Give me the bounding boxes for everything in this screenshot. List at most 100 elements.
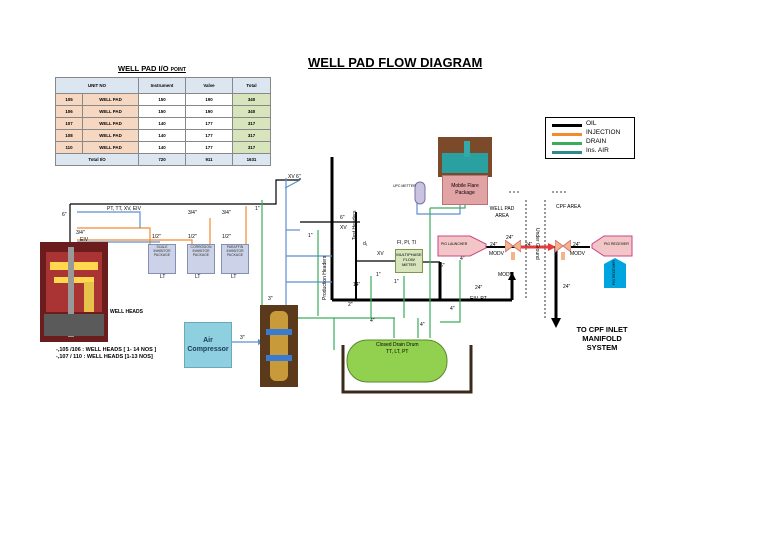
size-label: 1/2" bbox=[152, 234, 161, 240]
eiv-label: EIV bbox=[80, 237, 89, 243]
pig-receiver bbox=[591, 235, 633, 257]
scale-inhibitor-package: SCALE INHIBITOR PACKAGE bbox=[148, 244, 176, 274]
well-heads-image bbox=[40, 242, 108, 342]
table-row: 106 WELL PAD 150 190 340 bbox=[55, 105, 271, 118]
pig-receiver-tank-label: PIG RECEIVER bbox=[612, 260, 616, 285]
modv-label: MODV bbox=[498, 272, 513, 278]
size-label: 3/4" bbox=[188, 210, 197, 216]
drum-title: Closed Drain Drum bbox=[376, 342, 419, 348]
mobile-flare-package: Mobile Flare Package bbox=[442, 175, 488, 205]
well-heads-note-2: -,107 / 110 : WELL HEADS [1-13 NOS] bbox=[56, 354, 153, 360]
io-table-title: WELL PAD I/O POINT bbox=[118, 64, 186, 73]
table-row: 105 WELL PAD 150 190 340 bbox=[55, 93, 271, 106]
table-row: 107 WELL PAD 140 177 317 bbox=[55, 117, 271, 130]
pt-tt-label: PT, TT, XV, EIV bbox=[107, 206, 141, 212]
drain-pit bbox=[341, 345, 473, 394]
upc-vessel bbox=[414, 181, 426, 205]
legend-air-swatch bbox=[552, 151, 582, 154]
legend-air-label: Ins. AIR bbox=[586, 147, 609, 154]
size-label: 1/2" bbox=[188, 234, 197, 240]
injection-lines bbox=[77, 206, 247, 244]
size-label: 24" bbox=[525, 242, 533, 248]
well-heads-note-1: -,105 /106 : WELL HEADS [ 1- 14 NOS ] bbox=[56, 347, 157, 353]
table-total-row: Total I/O 720 911 1631 bbox=[55, 153, 271, 166]
modv-label: MODV bbox=[489, 251, 504, 257]
to-cpf-label: TO CPF INLET MANIFOLD SYSTEM bbox=[576, 325, 628, 352]
closed-drain-drum bbox=[346, 339, 448, 383]
size-label: 4" bbox=[370, 318, 375, 324]
legend-injection-swatch bbox=[552, 133, 582, 136]
total-valve: 911 bbox=[185, 153, 233, 166]
lt-label-b: LT bbox=[195, 274, 201, 280]
air-lines bbox=[77, 178, 461, 343]
legend-oil-swatch bbox=[552, 124, 582, 127]
pig-launcher bbox=[437, 235, 487, 257]
unit-name: WELL PAD bbox=[82, 93, 139, 106]
flare-image bbox=[438, 137, 492, 177]
note-label: d₁ bbox=[363, 241, 368, 247]
pig-launcher-label: PIG LAUNCHER bbox=[441, 242, 468, 246]
pig-receiver-label: PIG RECEIVER bbox=[604, 242, 629, 246]
size-label: 1" bbox=[376, 272, 381, 278]
legend: OIL INJECTION DRAIN Ins. AIR bbox=[545, 117, 635, 159]
size-label: 2" bbox=[348, 302, 353, 308]
drum-label: Closed Drain Drum TT, LT, PT bbox=[376, 342, 419, 356]
drum-instruments: TT, LT, PT bbox=[386, 349, 409, 355]
paraffin-inhibitor-package: PARAFFIN INHIBITOR PACKAGE bbox=[221, 244, 249, 274]
xv-label: XV 6" bbox=[288, 174, 301, 180]
header-valve: Valve bbox=[185, 77, 233, 94]
legend-oil-label: OIL bbox=[586, 120, 597, 127]
size-label: 6" bbox=[440, 263, 445, 269]
total-count: 340 bbox=[232, 93, 271, 106]
header-total: Total bbox=[232, 77, 271, 94]
size-label: 1" bbox=[255, 206, 260, 212]
size-label: 1" bbox=[308, 233, 313, 239]
lt-label-a: LT bbox=[160, 274, 166, 280]
size-label: 6" bbox=[340, 215, 345, 221]
to-cpf-arrow bbox=[551, 318, 561, 328]
corrosion-inhibitor-package: CORROSION INHIBITOR PACKAGE bbox=[187, 244, 215, 274]
well-pad-area-label: WELL PAD AREA bbox=[489, 206, 515, 219]
size-label: 24" bbox=[573, 242, 581, 248]
upc-label: UPC METTER bbox=[393, 184, 416, 188]
unit-name: WELL PAD bbox=[82, 141, 139, 154]
io-table-header: UNIT NO Instrument Valve Total bbox=[55, 77, 271, 94]
unit-no: 106 bbox=[55, 105, 83, 118]
size-label: 3/4" bbox=[76, 230, 85, 236]
size-label: 3" bbox=[268, 296, 273, 302]
air-receiver-image bbox=[260, 305, 298, 387]
size-label: 6" bbox=[62, 212, 67, 218]
lt-label-c: LT bbox=[231, 274, 237, 280]
size-label: 1/2" bbox=[222, 234, 231, 240]
cpf-area-label: CPF AREA bbox=[556, 204, 581, 210]
size-label: 4" bbox=[460, 256, 465, 262]
production-header-label: Production Headers bbox=[322, 255, 328, 300]
size-label: 24" bbox=[490, 242, 498, 248]
test-header-label: Test Headers bbox=[352, 210, 358, 240]
unit-no: 110 bbox=[55, 141, 83, 154]
size-label: 4" bbox=[420, 322, 425, 328]
xv-label: XV bbox=[377, 251, 384, 257]
size-label: 3/4" bbox=[222, 210, 231, 216]
modv-label: MODV bbox=[570, 251, 585, 257]
total-count: 317 bbox=[232, 117, 271, 130]
io-table: UNIT NO Instrument Valve Total 105 WELL … bbox=[55, 77, 271, 166]
xv-label: XV bbox=[340, 225, 347, 231]
header-unit: UNIT NO bbox=[55, 77, 139, 94]
size-label: 24" bbox=[475, 285, 483, 291]
size-label: 24" bbox=[506, 235, 514, 241]
well-heads-note: -,105 /106 : WELL HEADS [ 1- 14 NOS ] -,… bbox=[56, 347, 156, 361]
eiv-pt-label: EIV, PT bbox=[470, 296, 487, 302]
multiphase-flow-meter: MULTIPHASE FLOW METER bbox=[395, 249, 423, 273]
fi-pi-ti-label: FI, PI, TI bbox=[397, 240, 417, 246]
underground-label: Under Ground bbox=[534, 228, 540, 260]
modv-valve bbox=[505, 240, 521, 260]
size-label: 24" bbox=[563, 284, 571, 290]
total-label: Total I/O bbox=[55, 153, 139, 166]
size-label: 3" bbox=[240, 335, 245, 341]
modv-valve bbox=[555, 240, 571, 260]
oil-header-top bbox=[70, 179, 300, 205]
size-label: 14" bbox=[353, 282, 361, 288]
total-total: 1631 bbox=[232, 153, 271, 166]
